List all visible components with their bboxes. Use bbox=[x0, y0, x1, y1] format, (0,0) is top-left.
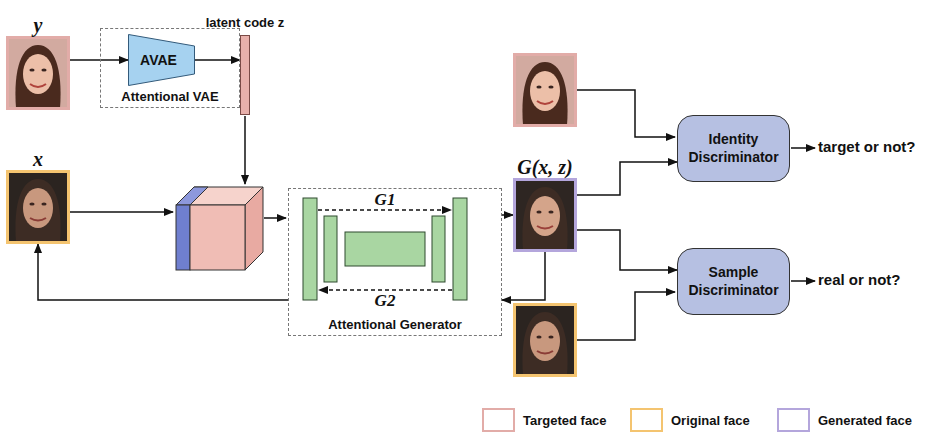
connector-arrow bbox=[502, 214, 513, 216]
generated-face: G(x, z) bbox=[513, 178, 577, 252]
node-text: Identity Discriminator bbox=[686, 131, 781, 166]
node-text: Attentional VAE bbox=[101, 89, 239, 104]
legend-item: Original face bbox=[630, 408, 750, 432]
original-face-picture bbox=[515, 305, 575, 375]
discriminator-box: Identity Discriminator bbox=[677, 115, 790, 182]
skip-arrows bbox=[318, 210, 452, 290]
text-label: G1 bbox=[375, 190, 396, 210]
text-label: real or not? bbox=[818, 271, 901, 288]
connector-arrow bbox=[70, 59, 128, 61]
generator-group: Attentional Generator bbox=[288, 188, 502, 336]
node-text: Sample Discriminator bbox=[686, 264, 781, 299]
connector-arrow bbox=[577, 162, 677, 195]
feature-tensor bbox=[176, 187, 263, 270]
face-frame bbox=[513, 53, 577, 127]
encoder-trapezoid: AVAE bbox=[128, 34, 195, 86]
target-face-picture bbox=[8, 38, 68, 108]
generator-layers bbox=[303, 198, 467, 300]
original-face-picture bbox=[8, 172, 68, 242]
node-text: x bbox=[33, 148, 43, 171]
connector-arrow bbox=[38, 244, 288, 300]
legend-text: Original face bbox=[671, 413, 750, 428]
node-text: y bbox=[34, 14, 43, 37]
node-text: AVAE bbox=[140, 52, 177, 68]
legend-text: Generated face bbox=[818, 413, 912, 428]
target-face: y bbox=[6, 36, 70, 110]
latent-bar: latent code z bbox=[240, 35, 250, 115]
node-text: latent code z bbox=[206, 15, 285, 30]
legend-swatch bbox=[777, 408, 810, 432]
face-frame bbox=[513, 303, 577, 377]
legend-text: Targeted face bbox=[523, 413, 607, 428]
wires bbox=[69, 90, 815, 340]
legend-item: Targeted face bbox=[482, 408, 607, 432]
original-face: x bbox=[6, 170, 70, 244]
legend-swatch bbox=[482, 408, 515, 432]
target-face-picture bbox=[515, 55, 575, 125]
discriminator-box: Sample Discriminator bbox=[677, 248, 790, 315]
connector-arrow bbox=[195, 59, 240, 61]
legend-item: Generated face bbox=[777, 408, 912, 432]
connector-arrow bbox=[502, 252, 545, 300]
node-text: G(x, z) bbox=[517, 156, 573, 179]
vae-group: Attentional VAE AVAE bbox=[100, 28, 240, 108]
generated-face-picture bbox=[515, 180, 575, 250]
text-label: target or not? bbox=[818, 138, 916, 155]
connector-arrow bbox=[577, 230, 677, 270]
node-text: Attentional Generator bbox=[289, 317, 501, 332]
text-label: G2 bbox=[375, 291, 396, 311]
legend-swatch bbox=[630, 408, 663, 432]
